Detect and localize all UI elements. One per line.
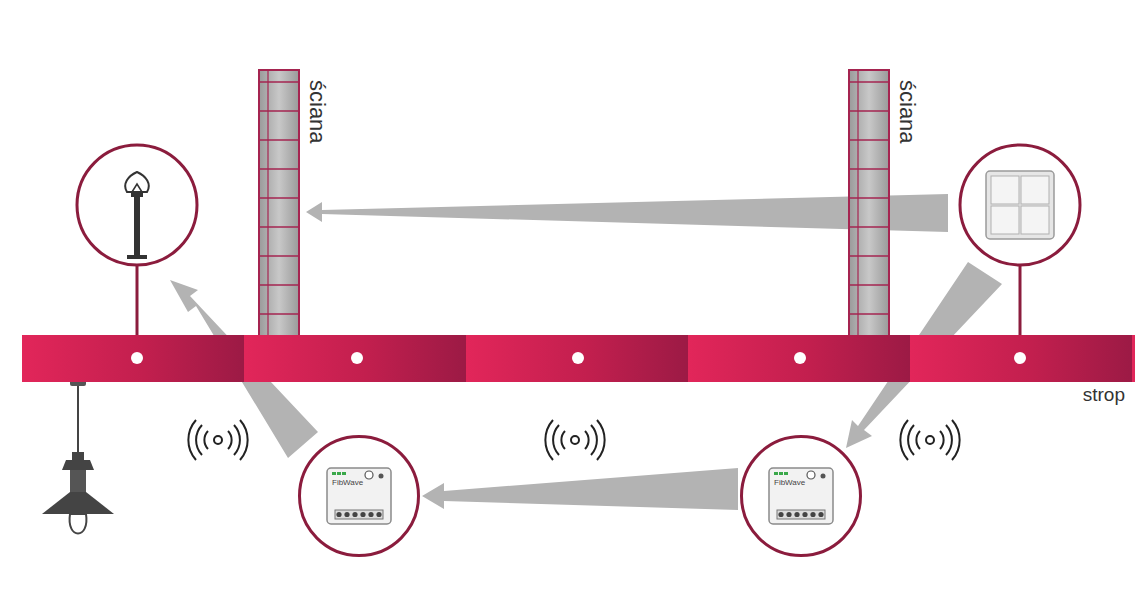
brick-joint	[259, 313, 299, 315]
terminal	[344, 512, 349, 517]
terminal	[794, 512, 799, 517]
relay-module-node: FibWave	[740, 435, 862, 557]
brick-joint	[259, 197, 299, 199]
terminal	[336, 512, 341, 517]
brick-joint	[849, 226, 889, 228]
brick-joint	[849, 139, 889, 141]
module-brand: FibWave	[774, 479, 805, 487]
wall-brick	[256, 68, 302, 336]
wall-body	[849, 70, 889, 336]
button	[821, 474, 826, 479]
terminal	[368, 512, 373, 517]
signal-connector	[422, 468, 738, 510]
mount-dot	[1014, 352, 1026, 364]
mount-dot	[794, 352, 806, 364]
terminal	[778, 512, 783, 517]
status-led	[779, 472, 783, 475]
wall-brick	[846, 68, 892, 336]
mount-dot	[351, 352, 363, 364]
connector-wedge	[422, 468, 738, 510]
terminal	[786, 512, 791, 517]
terminal	[352, 512, 357, 517]
status-led	[337, 472, 341, 475]
brick-joint	[259, 139, 299, 141]
status-led	[784, 472, 788, 475]
mount-line	[136, 266, 139, 336]
status-led	[774, 472, 778, 475]
pendant-lamp	[42, 380, 114, 534]
wall-label: ściana	[306, 80, 328, 144]
module-body	[769, 468, 833, 524]
brick-joint	[849, 313, 889, 315]
mount-dot	[572, 352, 584, 364]
relay-module-icon	[743, 438, 859, 554]
brick-joint	[259, 255, 299, 257]
terminal	[802, 512, 807, 517]
brick-joint	[259, 284, 299, 286]
brick-joint	[259, 226, 299, 228]
relay-module-node: FibWave	[298, 435, 420, 557]
brick-joint	[259, 110, 299, 112]
antenna-port	[365, 471, 373, 479]
wall-node: ściana	[846, 68, 926, 336]
brick-joint	[259, 81, 299, 83]
module-body	[327, 468, 391, 524]
terminal	[376, 512, 381, 517]
terminal	[810, 512, 815, 517]
brick-joint	[849, 110, 889, 112]
brick-joint	[259, 168, 299, 170]
wall-node: ściana	[256, 68, 336, 336]
ceiling-label: strop	[1083, 385, 1125, 404]
terminal-block	[335, 510, 383, 519]
garden-lamp-icon	[77, 145, 197, 265]
terminal	[360, 512, 365, 517]
wall-switch-icon	[960, 145, 1080, 265]
wall-label: ściana	[896, 80, 918, 144]
ceiling-band: strop	[22, 335, 1135, 382]
relay-module-icon	[301, 438, 417, 554]
brick-joint	[849, 168, 889, 170]
brick-joint	[849, 255, 889, 257]
wall-body	[259, 70, 299, 336]
terminal-block	[777, 510, 825, 519]
mount-line	[1019, 266, 1022, 336]
button	[379, 474, 384, 479]
status-led	[342, 472, 346, 475]
terminal	[818, 512, 823, 517]
module-brand: FibWave	[332, 479, 363, 487]
status-led	[332, 472, 336, 475]
brick-joint	[849, 284, 889, 286]
mount-dot	[131, 352, 143, 364]
brick-joint	[267, 70, 268, 336]
brick-joint	[857, 70, 858, 336]
brick-joint	[849, 197, 889, 199]
brick-joint	[849, 81, 889, 83]
antenna-port	[807, 471, 815, 479]
